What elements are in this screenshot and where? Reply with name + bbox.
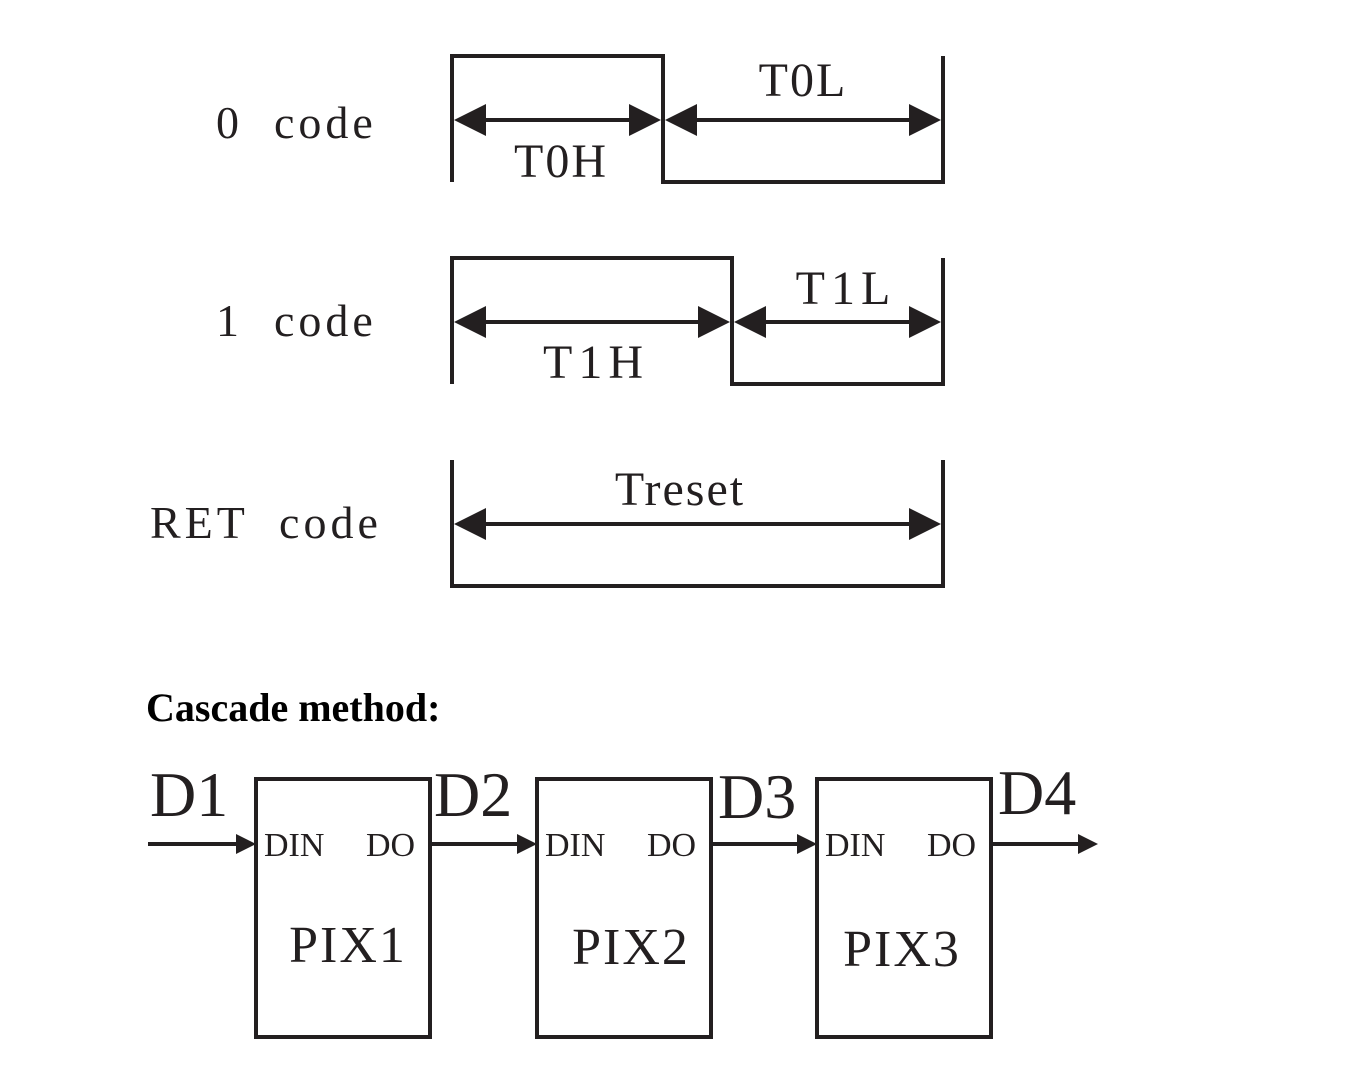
one-code-waveform <box>450 256 945 386</box>
zero-code-waveform <box>450 54 945 184</box>
pix3-do-label: DO <box>927 827 976 864</box>
pixel-box-pix3: DIN DO PIX3 <box>815 777 993 1039</box>
ret-code-timing: RET code Treset <box>150 460 945 588</box>
zero-code-label: 0 code <box>216 97 377 148</box>
pixel-box-pix2: DIN DO PIX2 <box>535 777 713 1039</box>
t1l-arrowhead-right <box>909 306 941 338</box>
arrow-d1-head <box>236 834 256 854</box>
cascade-arrows <box>148 834 1098 854</box>
pix1-din-label: DIN <box>264 827 324 864</box>
t0l-arrowhead-right <box>909 104 941 136</box>
treset-label: Treset <box>615 463 745 516</box>
treset-arrowhead-right <box>909 508 941 540</box>
signal-d2-label: D2 <box>434 759 512 830</box>
cascade-section: Cascade method: D1 D2 D3 D4 DIN DO PIX1 … <box>146 685 1098 1039</box>
pix3-name: PIX3 <box>843 921 961 978</box>
t1h-arrowhead-left <box>454 306 486 338</box>
pix2-frame <box>535 777 713 1039</box>
t0h-label: T0H <box>514 135 608 188</box>
t0h-arrowhead-left <box>454 104 486 136</box>
pix3-frame <box>815 777 993 1039</box>
t1l-label: T1L <box>796 262 897 315</box>
one-code-timing: 1 code T1H T1L <box>216 256 945 389</box>
t1l-arrowhead-left <box>734 306 766 338</box>
ret-code-waveform <box>450 460 945 588</box>
t1h-arrowhead-right <box>698 306 730 338</box>
signal-d4-label: D4 <box>998 757 1076 828</box>
cascade-heading: Cascade method: <box>146 685 440 730</box>
ret-code-label: RET code <box>150 497 382 548</box>
zero-code-timing: 0 code T0H T0L <box>216 54 945 188</box>
pix2-din-label: DIN <box>545 827 605 864</box>
t0l-label: T0L <box>759 54 848 107</box>
pix1-do-label: DO <box>366 827 415 864</box>
pixel-box-pix1: DIN DO PIX1 <box>254 777 432 1039</box>
t0h-arrowhead-right <box>629 104 661 136</box>
signal-d1-label: D1 <box>150 759 228 830</box>
pix2-name: PIX2 <box>572 919 690 976</box>
pix1-name: PIX1 <box>289 917 407 974</box>
pix2-do-label: DO <box>647 827 696 864</box>
pix3-din-label: DIN <box>825 827 885 864</box>
signal-d3-label: D3 <box>718 761 796 832</box>
one-code-label: 1 code <box>216 295 377 346</box>
arrow-d2-head <box>517 834 537 854</box>
treset-arrowhead-left <box>454 508 486 540</box>
arrow-d4-head <box>1078 834 1098 854</box>
t0l-arrowhead-left <box>665 104 697 136</box>
pix1-frame <box>254 777 432 1039</box>
t1h-label: T1H <box>543 336 649 389</box>
arrow-d3-head <box>797 834 817 854</box>
